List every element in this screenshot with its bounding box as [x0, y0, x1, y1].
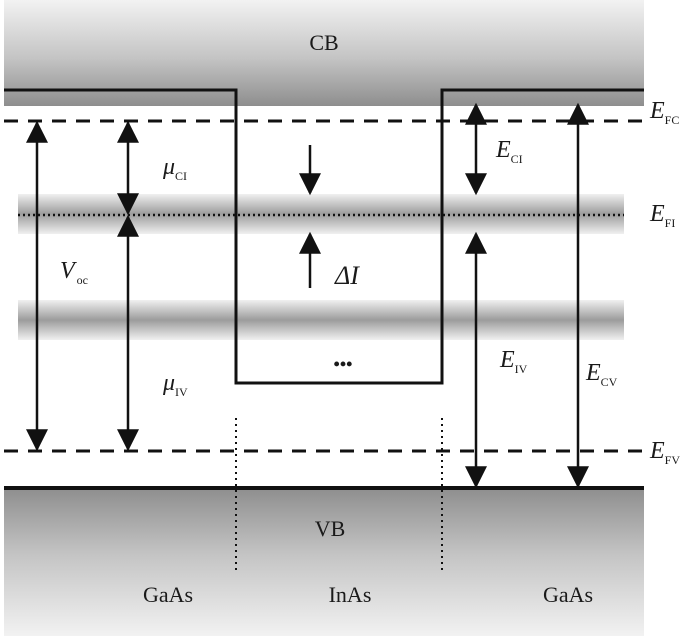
efi-sub: FI [665, 216, 676, 230]
efv-label: EFV [649, 438, 680, 467]
material-label-right: GaAs [543, 582, 593, 607]
delta-i-label: ΔI [334, 261, 360, 290]
quantum-well-profile [4, 88, 644, 385]
e-cv-label: ECV [585, 360, 618, 389]
voc-sub: oc [77, 273, 88, 287]
valence-band [4, 488, 644, 636]
e-iv-sub: IV [515, 362, 528, 376]
mu-ci-label: μCI [162, 154, 187, 183]
well-states-ellipsis: ••• [334, 354, 353, 374]
material-label-left: GaAs [143, 582, 193, 607]
efi-label: EFI [649, 201, 675, 230]
e-ci-label: ECI [495, 137, 523, 166]
e-cv-sub: CV [601, 375, 618, 389]
e-cv-symbol: E [585, 360, 601, 386]
voc-symbol: V [60, 258, 77, 284]
mu-ci-sub: CI [175, 169, 187, 183]
efi-symbol: E [649, 201, 665, 227]
efv-sub: FV [665, 453, 681, 467]
e-iv-label: EIV [499, 347, 528, 376]
mu-iv-label: μIV [162, 370, 188, 399]
mu-iv-sub: IV [175, 385, 188, 399]
mu-ci-symbol: μ [162, 154, 175, 180]
efc-sub: FC [665, 113, 680, 127]
intermediate-band-lower [18, 300, 624, 340]
efv-symbol: E [649, 438, 665, 464]
conduction-band [4, 0, 644, 106]
efc-symbol: E [649, 98, 665, 124]
vb-label: VB [315, 516, 346, 541]
e-iv-symbol: E [499, 347, 515, 373]
mu-iv-symbol: μ [162, 370, 175, 396]
efc-label: EFC [649, 98, 679, 127]
cb-label: CB [309, 30, 338, 55]
material-label-middle: InAs [329, 582, 372, 607]
e-ci-symbol: E [495, 137, 511, 163]
e-ci-sub: CI [511, 152, 523, 166]
